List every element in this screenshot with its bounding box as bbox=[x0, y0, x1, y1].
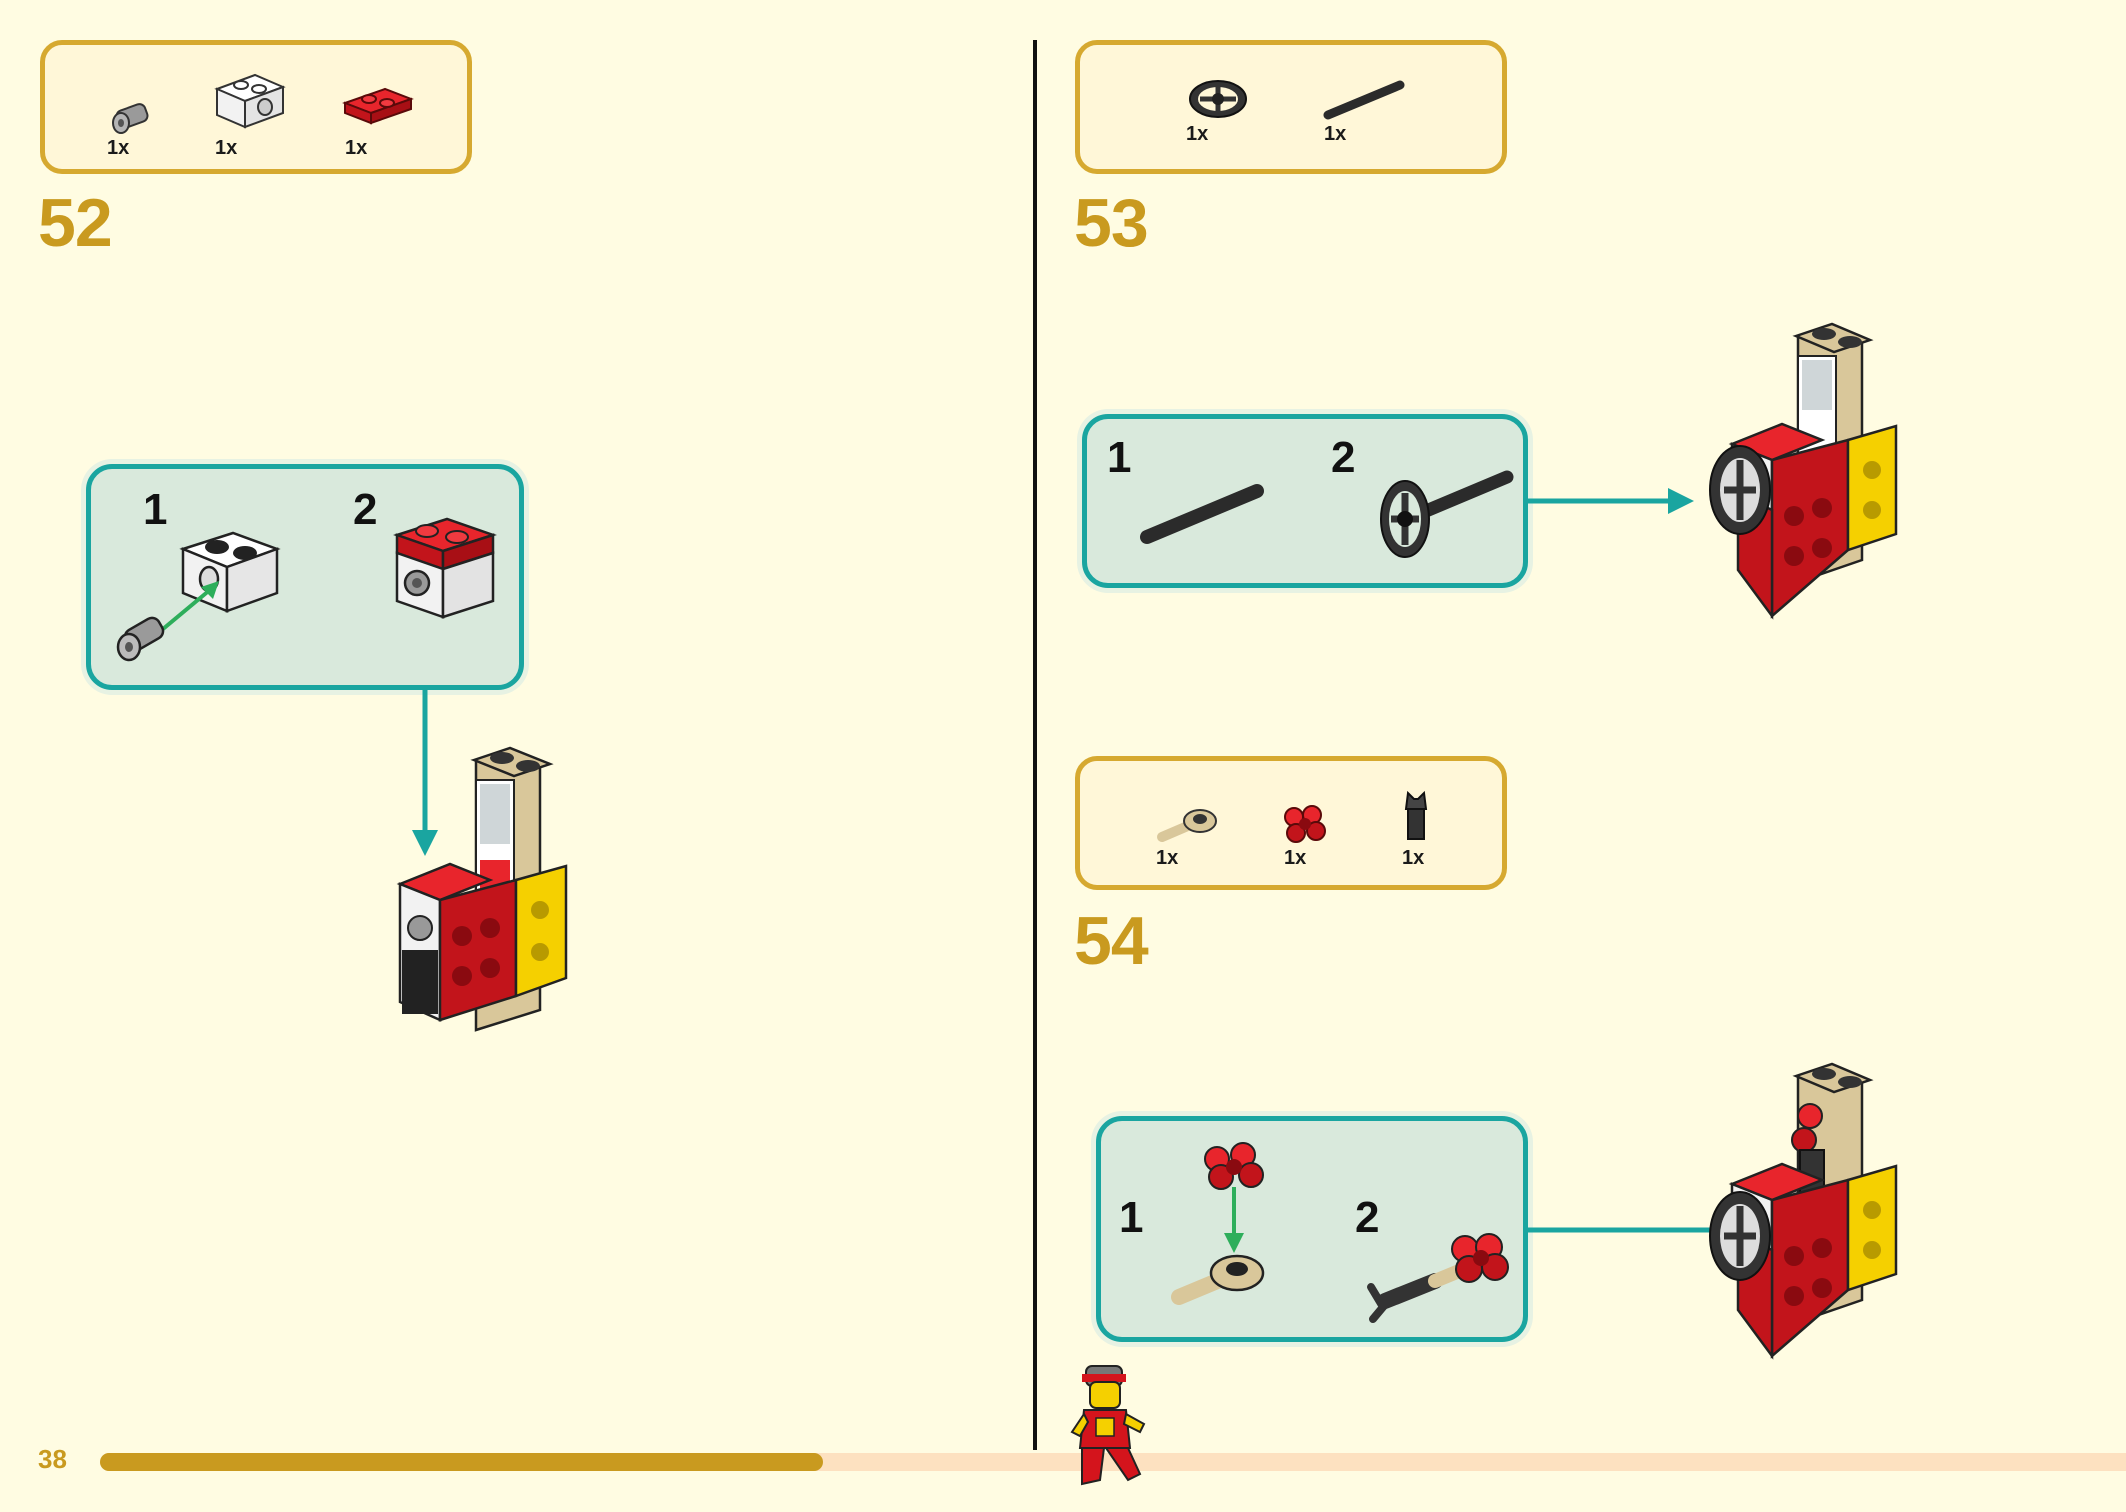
steering-wheel-axle-icon bbox=[1380, 470, 1514, 558]
black-axle-icon bbox=[1323, 80, 1405, 120]
part-count: 1x bbox=[1402, 847, 1425, 869]
build-progress-bar bbox=[100, 1453, 2126, 1471]
red-flower-piece-icon bbox=[1204, 1142, 1264, 1190]
steering-wheel-icon bbox=[1189, 80, 1247, 118]
part-count: 1x bbox=[345, 137, 368, 159]
part-count: 1x bbox=[1284, 847, 1307, 869]
teal-flow-arrow-icon bbox=[1528, 488, 1694, 514]
black-axle-icon bbox=[1140, 484, 1264, 544]
substep-number: 2 bbox=[1355, 1193, 1380, 1242]
white-technic-brick-icon bbox=[214, 73, 286, 129]
step-54-sub-assembly-callout: 1 2 bbox=[1096, 1116, 1528, 1342]
substep-number: 2 bbox=[353, 485, 378, 534]
step-52-sub-assembly-callout: 1 2 bbox=[86, 464, 524, 690]
clip-joint-flower-assembly-icon bbox=[1367, 1233, 1509, 1323]
tan-ball-joint-icon bbox=[1171, 1254, 1265, 1305]
build-progress-fill bbox=[100, 1453, 824, 1471]
part-count: 1x bbox=[1324, 123, 1347, 145]
substep-number: 2 bbox=[1331, 433, 1356, 482]
white-technic-brick-icon bbox=[179, 531, 281, 613]
red-flower-piece-icon bbox=[1284, 805, 1326, 843]
step-53-parts-box: 1x 1x bbox=[1075, 40, 1507, 174]
build-model-icon bbox=[396, 746, 568, 1032]
step-number-53: 53 bbox=[1074, 185, 1149, 261]
build-model-icon bbox=[1709, 1062, 1898, 1360]
page-number: 38 bbox=[38, 1444, 67, 1474]
part-count: 1x bbox=[107, 137, 130, 159]
grey-pin-connector-icon bbox=[112, 103, 149, 134]
step-52-parts-box: 1x 1x 1x bbox=[40, 40, 472, 174]
page-divider bbox=[1033, 40, 1037, 1450]
substep-number: 1 bbox=[143, 485, 168, 534]
tan-ball-joint-icon bbox=[1157, 809, 1217, 842]
green-insert-arrow-icon bbox=[1224, 1187, 1244, 1253]
teal-flow-arrow-icon bbox=[412, 690, 438, 856]
red-white-assembly-icon bbox=[393, 517, 497, 619]
part-count: 1x bbox=[1186, 123, 1209, 145]
step-53-sub-assembly-callout: 1 2 bbox=[1082, 414, 1528, 588]
part-count: 1x bbox=[215, 137, 238, 159]
substep-number: 1 bbox=[1107, 433, 1132, 482]
part-count: 1x bbox=[1156, 847, 1179, 869]
build-model-icon bbox=[1709, 322, 1898, 620]
substep-number: 1 bbox=[1119, 1193, 1144, 1242]
step-54-parts-box: 1x 1x 1x bbox=[1075, 756, 1507, 890]
minifigure-runner-icon bbox=[1070, 1365, 1146, 1486]
black-clip-icon bbox=[1404, 790, 1428, 840]
red-plate-2x1-icon bbox=[342, 87, 414, 125]
grey-pin-connector-icon bbox=[116, 616, 165, 662]
step-number-52: 52 bbox=[38, 185, 113, 261]
step-number-54: 54 bbox=[1074, 903, 1149, 979]
